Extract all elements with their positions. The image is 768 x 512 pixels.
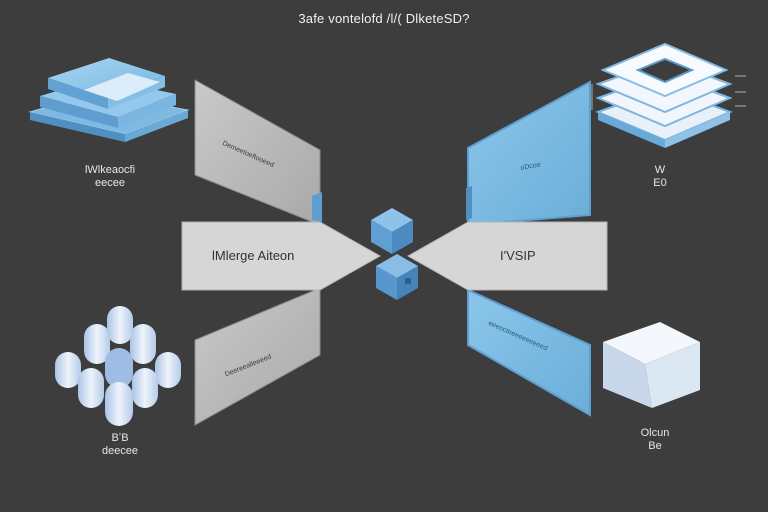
lower-left-panel bbox=[194, 287, 321, 426]
center-cube-lower bbox=[376, 254, 418, 300]
top-right-caption-line1: W bbox=[654, 164, 666, 176]
upper-left-panel bbox=[194, 79, 321, 226]
right-arrow bbox=[406, 221, 608, 291]
bottom-left-caption-line2: deecee bbox=[101, 445, 139, 457]
right-arrow-label: I'VSIP bbox=[500, 248, 536, 263]
upper-right-panel-edge bbox=[466, 186, 472, 220]
top-left-caption-line1: lWlkeaocfi bbox=[84, 164, 136, 176]
left-arrow-label: lMlerge Aiteon bbox=[212, 248, 295, 263]
bottom-right-caption-line2: Be bbox=[648, 440, 662, 452]
center-cube-upper bbox=[371, 208, 413, 254]
bottom-left-caption-line1: BʼB bbox=[111, 432, 129, 444]
top-right-caption-line2: E0 bbox=[653, 177, 667, 189]
top-left-caption-line2: eecee bbox=[95, 177, 125, 189]
cube-block-icon bbox=[603, 322, 700, 408]
left-arrow bbox=[181, 221, 382, 291]
diagram-title: 3afe vontelofd /l/( DlketeSD? bbox=[298, 11, 470, 26]
lower-right-panel bbox=[467, 288, 591, 417]
stacked-layers-icon bbox=[591, 42, 746, 148]
upper-right-panel bbox=[467, 80, 591, 227]
layered-platform-icon bbox=[28, 58, 190, 142]
bottom-right-caption-line1: Olcun bbox=[640, 427, 670, 439]
upper-left-panel-edge bbox=[312, 192, 322, 222]
cluster-cylinders-icon bbox=[55, 306, 181, 426]
